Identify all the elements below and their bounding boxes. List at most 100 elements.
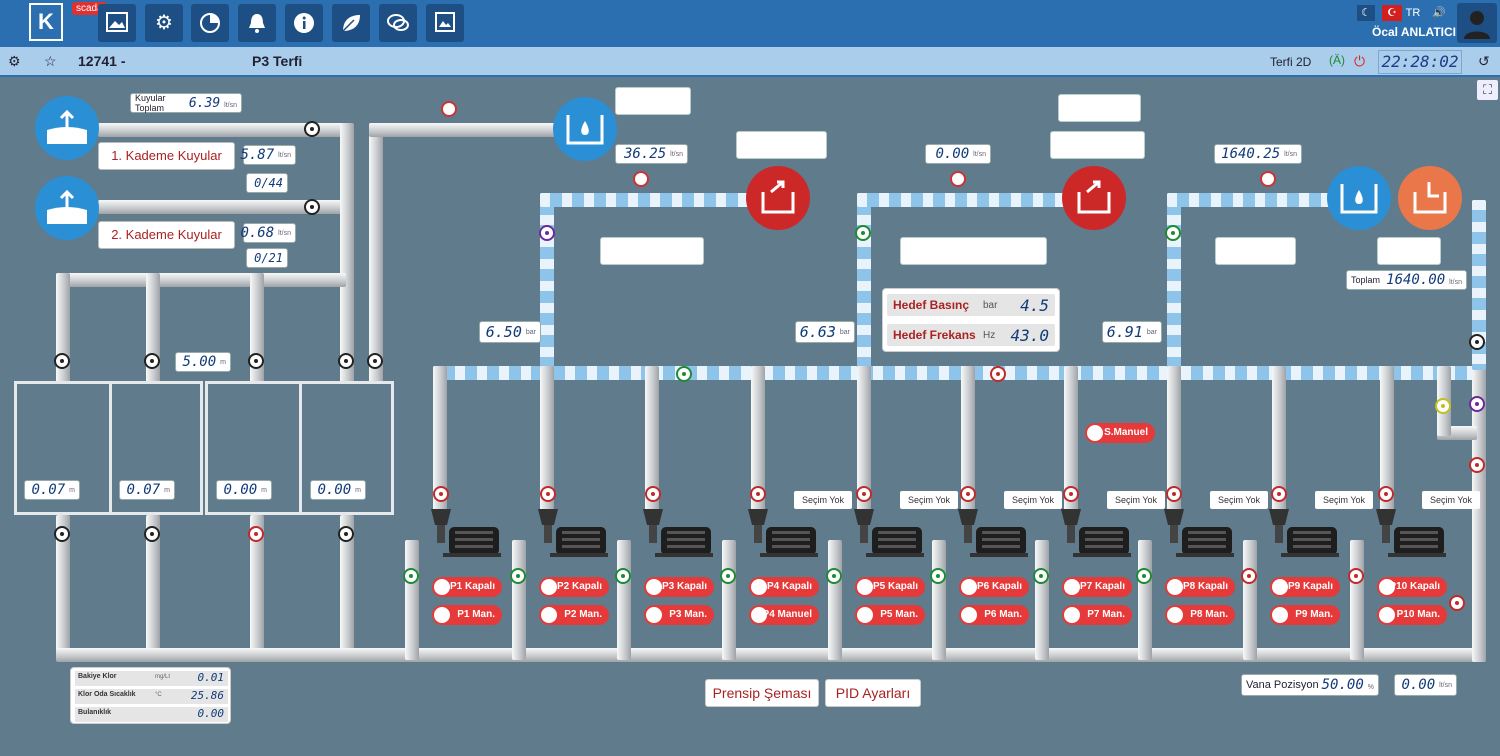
refresh-icon[interactable]: ↺ [1478, 53, 1490, 69]
tank-output-icon[interactable] [746, 166, 810, 230]
pump-icon[interactable] [532, 505, 612, 557]
pump-discharge-valve[interactable] [645, 486, 661, 502]
tank-inlet-valve-5[interactable] [367, 353, 383, 369]
pump-suction-valve[interactable] [1348, 568, 1364, 584]
pump-icon[interactable] [1055, 505, 1135, 557]
pump-closed-toggle[interactable]: P3 Kapalı [644, 577, 714, 597]
pump-discharge-valve[interactable] [960, 486, 976, 502]
pump-manual-toggle[interactable]: P5 Man. [855, 605, 925, 625]
power-icon[interactable]: ⏻ [1354, 53, 1366, 69]
pump-icon[interactable] [637, 505, 717, 557]
pump-manual-toggle[interactable]: P7 Man. [1062, 605, 1132, 625]
line1-valve[interactable] [539, 225, 555, 241]
pump-closed-toggle[interactable]: P4 Kapalı [749, 577, 819, 597]
tank-inlet-valve-4[interactable] [338, 353, 354, 369]
language-label[interactable]: TR [1405, 7, 1421, 19]
pump-closed-toggle[interactable]: P7 Kapalı [1062, 577, 1132, 597]
selection-label[interactable]: Seçim Yok [1004, 491, 1062, 509]
pump-manual-toggle[interactable]: P3 Man. [644, 605, 714, 625]
well1-valve[interactable] [304, 121, 320, 137]
pump-suction-valve[interactable] [615, 568, 631, 584]
s-manuel-toggle[interactable]: S.Manuel [1085, 423, 1155, 443]
target-pressure-row[interactable]: Hedef Basınç bar 4.5 [887, 294, 1055, 316]
pump-icon[interactable] [742, 505, 822, 557]
drain-valve[interactable] [1449, 595, 1465, 611]
well2-valve[interactable] [304, 199, 320, 215]
selection-label[interactable]: Seçim Yok [900, 491, 958, 509]
avatar[interactable] [1457, 3, 1497, 43]
pump-suction-valve[interactable] [1136, 568, 1152, 584]
well-stage-2-button[interactable]: 2. Kademe Kuyular [98, 221, 235, 249]
pump-discharge-valve[interactable] [1271, 486, 1287, 502]
view-mode-label[interactable]: Terfi 2D [1270, 55, 1312, 69]
tank-inlet-valve-1[interactable] [54, 353, 70, 369]
reservoir-icon[interactable] [1327, 166, 1391, 230]
bypass-valve[interactable] [1435, 398, 1451, 414]
selection-label[interactable]: Seçim Yok [1107, 491, 1165, 509]
tank-outlet-valve-4[interactable] [338, 526, 354, 542]
picture-frame-icon[interactable] [426, 4, 464, 42]
pump-manual-toggle[interactable]: P1 Man. [432, 605, 502, 625]
pump-discharge-valve[interactable] [433, 486, 449, 502]
selection-label[interactable]: Seçim Yok [794, 491, 852, 509]
pump-suction-valve[interactable] [510, 568, 526, 584]
turkey-flag-icon[interactable]: ☪ [1382, 5, 1402, 21]
pump-discharge-valve[interactable] [540, 486, 556, 502]
storage-tank-a[interactable] [14, 381, 203, 515]
pump-closed-toggle[interactable]: P8 Kapalı [1165, 577, 1235, 597]
pump-closed-toggle[interactable]: P5 Kapalı [855, 577, 925, 597]
pump-discharge-valve[interactable] [1063, 486, 1079, 502]
selection-label[interactable]: Seçim Yok [1422, 491, 1480, 509]
pid-settings-button[interactable]: PID Ayarları [825, 679, 921, 707]
tank-output-icon[interactable] [1062, 166, 1126, 230]
well-icon[interactable] [35, 176, 99, 240]
pump-suction-valve[interactable] [720, 568, 736, 584]
pump-icon[interactable] [425, 505, 505, 557]
return-valve-2[interactable] [1469, 396, 1485, 412]
settings-gears-icon[interactable]: ⚙ [145, 4, 183, 42]
pump-suction-valve[interactable] [403, 568, 419, 584]
pump-discharge-valve[interactable] [1166, 486, 1182, 502]
volume-icon[interactable]: 🔊 [1432, 7, 1446, 19]
pump-manual-toggle[interactable]: P10 Man. [1377, 605, 1447, 625]
pump-closed-toggle[interactable]: P9 Kapalı [1270, 577, 1340, 597]
treatment-icon[interactable] [1398, 166, 1462, 230]
target-frequency-row[interactable]: Hedef Frekans Hz 43.0 [887, 324, 1055, 346]
leaf-icon[interactable] [332, 4, 370, 42]
star-icon[interactable]: ☆ [44, 53, 57, 69]
prensip-button[interactable]: Prensip Şeması [705, 679, 819, 707]
pump-suction-valve[interactable] [930, 568, 946, 584]
selection-label[interactable]: Seçim Yok [1210, 491, 1268, 509]
pump-icon[interactable] [848, 505, 928, 557]
reservoir-icon[interactable] [553, 97, 617, 161]
pump-icon[interactable] [1158, 505, 1238, 557]
pump-suction-valve[interactable] [826, 568, 842, 584]
pie-chart-icon[interactable] [191, 4, 229, 42]
pump-manual-toggle[interactable]: P6 Man. [959, 605, 1029, 625]
chat-icon[interactable] [379, 4, 417, 42]
pump-icon[interactable] [952, 505, 1032, 557]
pump-suction-valve[interactable] [1241, 568, 1257, 584]
tank-outlet-valve-2[interactable] [144, 526, 160, 542]
header-valve-1[interactable] [676, 366, 692, 382]
pump-closed-toggle[interactable]: P1 Kapalı [432, 577, 502, 597]
pump-icon[interactable] [1263, 505, 1343, 557]
pump-closed-toggle[interactable]: P6 Kapalı [959, 577, 1029, 597]
user-name[interactable]: Öcal ANLATICI [1371, 25, 1456, 39]
tank-inlet-valve-3[interactable] [248, 353, 264, 369]
image-icon[interactable] [98, 4, 136, 42]
pump-manual-toggle[interactable]: P8 Man. [1165, 605, 1235, 625]
pump-manual-toggle[interactable]: P2 Man. [539, 605, 609, 625]
company-logo[interactable]: K [29, 3, 63, 41]
storage-tank-b[interactable] [205, 381, 394, 515]
line3-valve[interactable] [1165, 225, 1181, 241]
pump-closed-toggle[interactable]: P2 Kapalı [539, 577, 609, 597]
tank-outlet-valve-3[interactable] [248, 526, 264, 542]
settings-icon[interactable]: ⚙ [8, 53, 21, 69]
bell-icon[interactable] [238, 4, 276, 42]
info-icon[interactable] [285, 4, 323, 42]
tank-inlet-valve-2[interactable] [144, 353, 160, 369]
selection-label[interactable]: Seçim Yok [1315, 491, 1373, 509]
pump-closed-toggle[interactable]: P10 Kapalı [1377, 577, 1447, 597]
pump-discharge-valve[interactable] [1378, 486, 1394, 502]
